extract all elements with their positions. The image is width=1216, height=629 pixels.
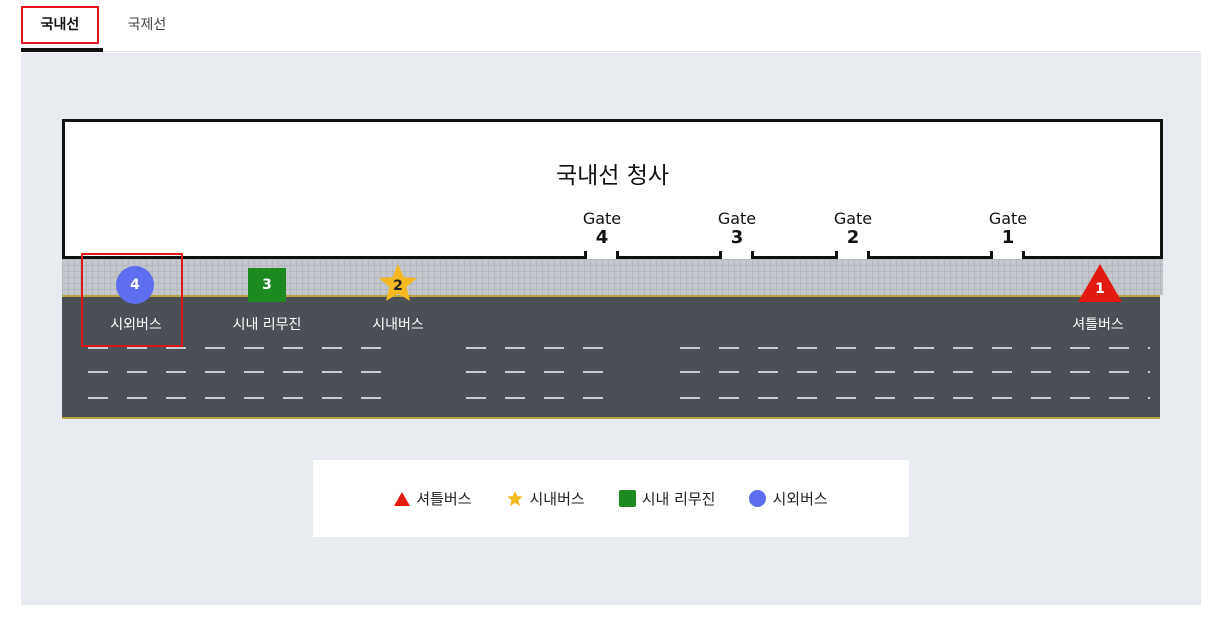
legend-label: 시외버스 xyxy=(772,490,828,508)
legend-item-city-bus: 시내버스 xyxy=(506,488,585,509)
star-icon xyxy=(379,264,417,301)
lane-divider xyxy=(62,347,1160,349)
legend-label: 시내버스 xyxy=(529,490,585,508)
intercity-bus-label: 시외버스 xyxy=(110,317,162,333)
triangle-icon xyxy=(394,491,411,506)
city-limousine-stop-marker[interactable]: 3 xyxy=(248,268,286,302)
legend-label: 셔틀버스 xyxy=(416,490,472,508)
lane-divider xyxy=(62,371,1160,373)
lane-dash xyxy=(680,371,1150,373)
legend-item-shuttle-bus: 셔틀버스 xyxy=(394,488,472,509)
legend-label: 시내 리무진 xyxy=(641,490,716,508)
gate-marker xyxy=(616,251,619,264)
lane-dash xyxy=(466,347,606,349)
legend: 셔틀버스 시내버스 시내 리무진 시외버스 xyxy=(313,460,909,537)
legend-item-city-limousine: 시내 리무진 xyxy=(618,488,716,509)
triangle-icon xyxy=(1078,264,1122,302)
gate-label: Gate xyxy=(717,209,757,228)
tab-international[interactable]: 국제선 xyxy=(127,17,167,33)
lane-dash xyxy=(680,397,1150,399)
gate-marker xyxy=(867,251,870,264)
gate-opening xyxy=(586,255,618,260)
road xyxy=(62,295,1160,419)
lane-dash xyxy=(88,371,398,373)
gate-marker xyxy=(719,251,722,264)
shuttle-bus-label: 셔틀버스 xyxy=(1072,317,1124,333)
shuttle-bus-stop-marker[interactable]: 1 xyxy=(1076,262,1124,304)
lane-dash xyxy=(466,371,606,373)
gate-number: 1 xyxy=(1001,227,1015,248)
legend-item-intercity-bus: 시외버스 xyxy=(749,488,828,509)
city-bus-stop-marker[interactable]: 2 xyxy=(376,262,420,306)
gate-2: Gate 2 xyxy=(825,210,881,248)
intercity-bus-stop-marker[interactable]: 4 xyxy=(116,266,154,304)
gate-number: 2 xyxy=(846,227,860,248)
stop-number: 2 xyxy=(393,278,403,294)
gate-label: Gate xyxy=(988,209,1028,228)
gate-marker xyxy=(835,251,838,264)
lane-dash xyxy=(680,347,1150,349)
gate-marker xyxy=(1022,251,1025,264)
lane-dash xyxy=(466,397,606,399)
gate-marker xyxy=(990,251,993,264)
city-bus-label: 시내버스 xyxy=(372,317,424,333)
selected-stop-highlight xyxy=(81,253,183,347)
gate-label: Gate xyxy=(582,209,622,228)
tab-active-indicator xyxy=(21,48,103,52)
star-icon xyxy=(506,490,523,506)
gate-label: Gate xyxy=(833,209,873,228)
sidewalk xyxy=(62,259,1163,295)
stop-number: 3 xyxy=(262,277,272,293)
gate-marker xyxy=(584,251,587,264)
terminal-building: 국내선 청사 Gate 4 Gate 3 Gate 2 Gate 1 xyxy=(62,119,1163,261)
lane-dash xyxy=(88,397,398,399)
stop-number: 4 xyxy=(130,277,140,293)
tab-bar: 국내선 국제선 xyxy=(21,0,1201,52)
city-limousine-label: 시내 리무진 xyxy=(232,317,302,333)
gate-number: 3 xyxy=(730,227,744,248)
gate-opening xyxy=(837,255,869,260)
gate-marker xyxy=(751,251,754,264)
gate-number: 4 xyxy=(595,227,609,248)
gate-4: Gate 4 xyxy=(574,210,630,248)
stop-number: 1 xyxy=(1095,281,1105,297)
tab-domestic[interactable]: 국내선 xyxy=(21,6,99,44)
gate-opening xyxy=(721,255,753,260)
lane-divider xyxy=(62,397,1160,399)
lane-dash xyxy=(88,347,398,349)
terminal-title: 국내선 청사 xyxy=(555,163,670,189)
square-icon xyxy=(618,490,636,507)
gate-3: Gate 3 xyxy=(709,210,765,248)
circle-icon xyxy=(749,490,767,507)
gate-opening xyxy=(992,255,1024,260)
gate-1: Gate 1 xyxy=(980,210,1036,248)
